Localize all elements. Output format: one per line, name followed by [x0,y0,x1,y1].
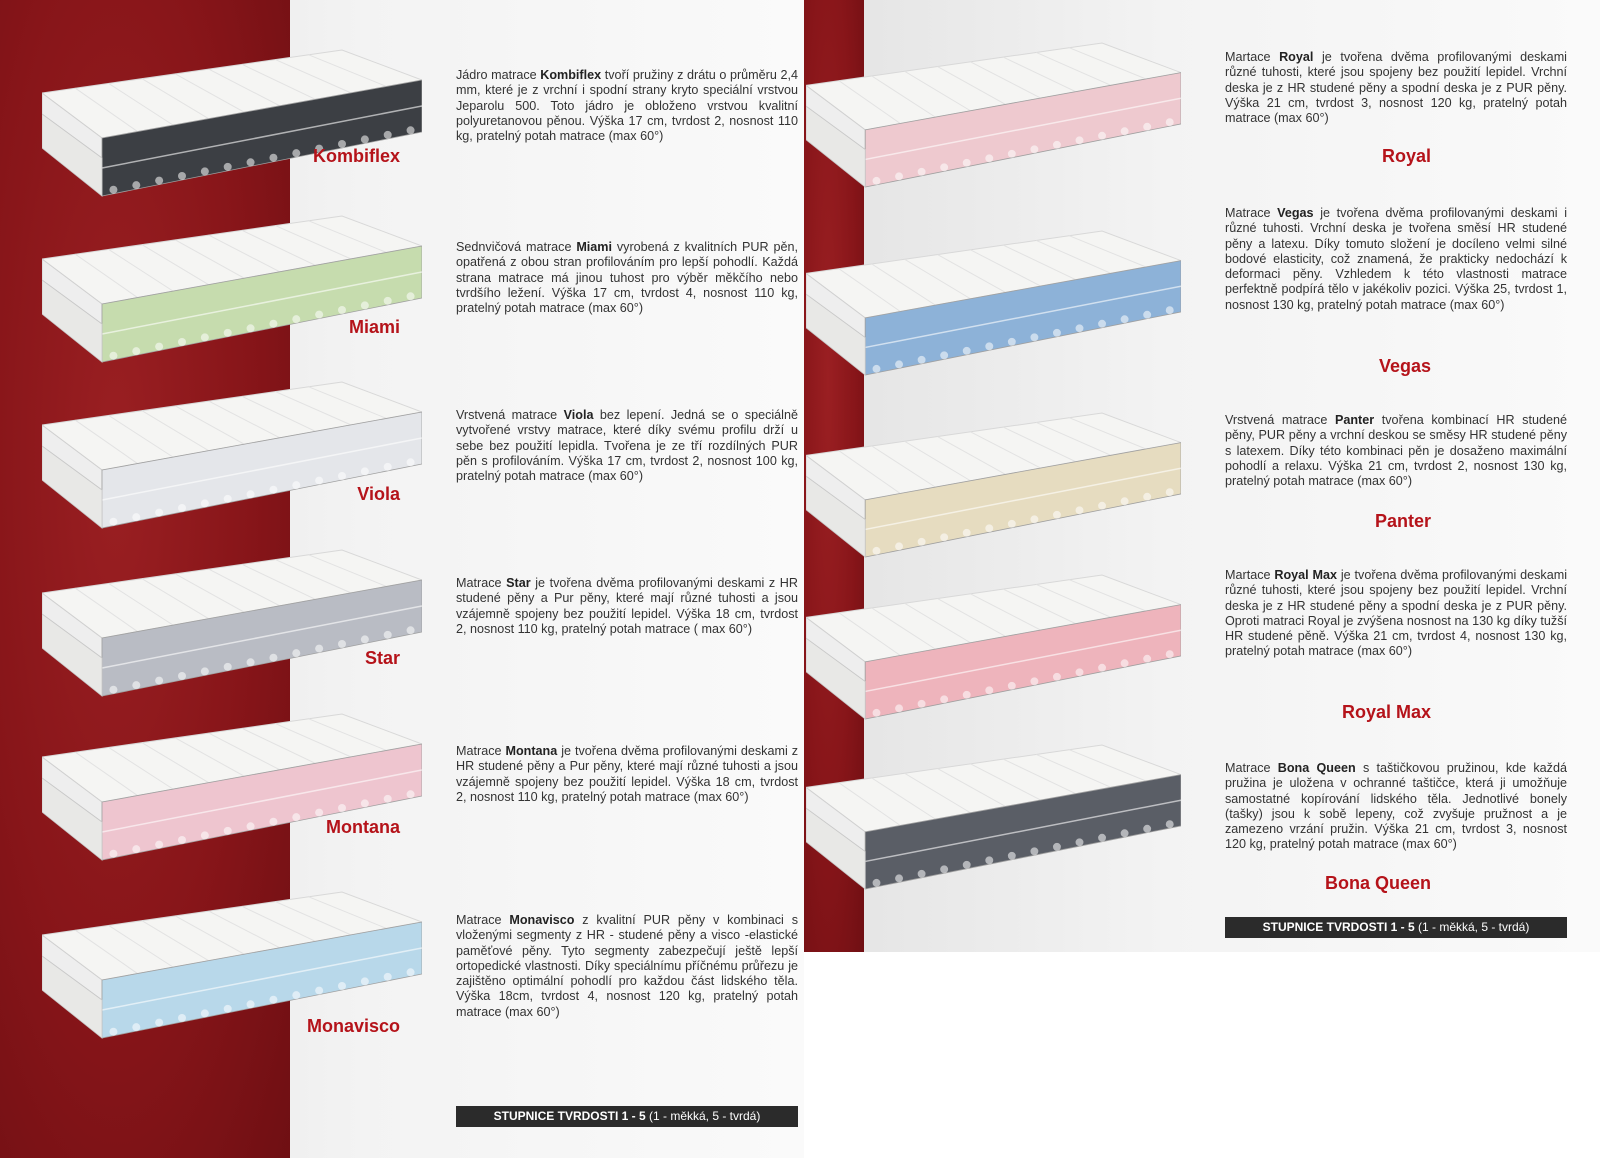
description-product-name: Vegas [1277,206,1314,220]
description-text: vyrobená z kvalitních PUR pěn, opatřená … [456,240,798,316]
product-name: Star [364,648,400,668]
hardness-scale-legend: (1 - měkká, 5 - tvrdá) [645,1109,761,1123]
product-name: Kombiflex [312,146,400,166]
description-product-name: Viola [563,408,594,422]
description-prefix: Matrace [1225,761,1278,775]
mattress-image [806,410,1181,565]
description-product-name: Kombiflex [540,68,602,82]
product-name: Monavisco [306,1016,400,1036]
hardness-scale-title: STUPNICE TVRDOSTI 1 - 5 [493,1109,646,1123]
hardness-scale-title: STUPNICE TVRDOSTI 1 - 5 [1262,920,1415,934]
mattress-image [42,214,422,369]
mattress-image [806,228,1181,383]
description-prefix: Martace [1225,50,1280,64]
description-prefix: Jádro matrace [456,68,541,82]
product-name: Panter [1374,511,1431,531]
product-description: Martace Royal Max je tvořena dvěma profi… [1225,568,1567,660]
description-text: tvoří pružiny z drátu o průměru 2,4 mm, … [456,68,798,144]
product-description: Sednvičová matrace Miami vyrobená z kval… [456,240,798,316]
hardness-scale-legend: (1 - měkká, 5 - tvrdá) [1414,920,1530,934]
description-product-name: Panter [1334,413,1375,427]
description-prefix: Sednvičová matrace [456,240,577,254]
description-text: je tvořena dvěma profilovanými deskami r… [1225,568,1567,659]
description-text: z kvalitní PUR pěny v kombinaci s vložen… [456,913,798,1019]
description-text: tvořena kombinací HR studené pěny, PUR p… [1225,413,1567,489]
product-name: Montana [326,817,400,837]
product-description: Vrstvená matrace Panter tvořena kombinac… [1225,413,1567,489]
description-product-name: Montana [505,744,558,758]
hardness-scale-bar: STUPNICE TVRDOSTI 1 - 5 (1 - měkká, 5 - … [1225,917,1567,938]
description-product-name: Star [506,576,531,590]
description-prefix: Martace [1225,568,1275,582]
product-description: Matrace Vegas je tvořena dvěma profilova… [1225,206,1567,313]
product-description: Matrace Montana je tvořena dvěma profilo… [456,744,798,805]
description-product-name: Bona Queen [1277,761,1356,775]
mattress-image [42,548,422,703]
description-prefix: Matrace [456,576,507,590]
description-text: s taštičkovou pružinou, kde každá pružin… [1225,761,1567,852]
product-description: Matrace Star je tvořena dvěma profilovan… [456,576,798,637]
product-name: Viola [357,484,400,504]
description-prefix: Vrstvená matrace [456,408,564,422]
description-text: je tvořena dvěma profilovanými deskami z… [456,576,798,636]
mattress-image [806,40,1181,195]
description-prefix: Matrace [456,913,510,927]
description-product-name: Monavisco [509,913,575,927]
product-name: Bona Queen [1324,873,1431,893]
description-prefix: Vrstvená matrace [1225,413,1335,427]
product-description: Matrace Bona Queen s taštičkovou pružino… [1225,761,1567,853]
description-prefix: Matrace [456,744,506,758]
product-description: Matrace Monavisco z kvalitní PUR pěny v … [456,913,798,1020]
mattress-image [42,48,422,203]
product-name: Royal Max [1341,702,1431,722]
product-description: Vrstvená matrace Viola bez lepení. Jedná… [456,408,798,484]
description-text: je tvořena dvěma profilovanými deskami z… [456,744,799,804]
description-product-name: Miami [576,240,613,254]
description-product-name: Royal Max [1274,568,1338,582]
description-product-name: Royal [1279,50,1314,64]
mattress-image [42,380,422,535]
description-prefix: Matrace [1225,206,1278,220]
product-name: Vegas [1378,356,1431,376]
hardness-scale-bar: STUPNICE TVRDOSTI 1 - 5 (1 - měkká, 5 - … [456,1106,798,1127]
mattress-image [806,572,1181,727]
description-text: je tvořena dvěma profilovanými deskami r… [1225,50,1567,126]
description-text: je tvořena dvěma profilovanými deskami i… [1225,206,1567,312]
description-text: bez lepení. Jedná se o speciálně vytvoře… [456,408,798,484]
product-name: Royal [1381,146,1431,166]
mattress-image [42,890,422,1045]
product-description: Martace Royal je tvořena dvěma profilova… [1225,50,1567,126]
product-name: Miami [348,317,400,337]
mattress-image [806,742,1181,897]
mattress-image [42,712,422,867]
product-description: Jádro matrace Kombiflex tvoří pružiny z … [456,68,798,144]
